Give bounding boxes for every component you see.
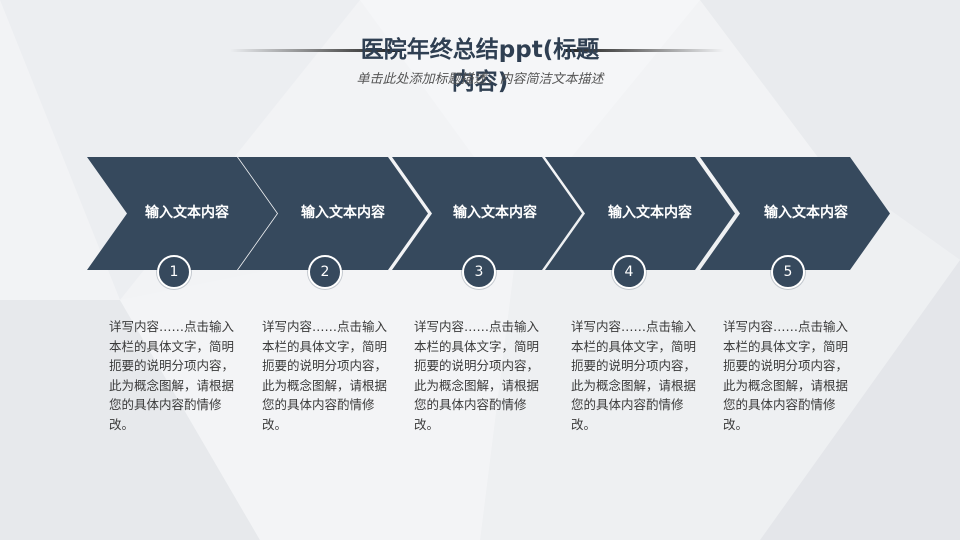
process-step: 输入文本内容 1 详写内容……点击输入本栏的具体文字，简明扼要的说明分项内容，此… [87,157,277,432]
process-step: 输入文本内容 4 详写内容……点击输入本栏的具体文字，简明扼要的说明分项内容，此… [545,157,735,432]
process-step: 输入文本内容 2 详写内容……点击输入本栏的具体文字，简明扼要的说明分项内容，此… [238,157,428,432]
step-number-badge: 2 [308,255,342,289]
slide-subtitle: 单击此处添加标题描述，内容简洁文本描述 [356,72,604,87]
step-label: 输入文本内容 [145,205,229,221]
step-number-badge: 1 [157,255,191,289]
title-decoration-left [230,49,400,52]
process-step: 输入文本内容 3 详写内容……点击输入本栏的具体文字，简明扼要的说明分项内容，此… [392,157,582,432]
step-label: 输入文本内容 [453,205,537,221]
step-label: 输入文本内容 [764,205,848,221]
step-description: 详写内容……点击输入本栏的具体文字，简明扼要的说明分项内容，此为概念图解，请根据… [109,319,235,432]
step-label: 输入文本内容 [301,205,385,221]
step-description: 详写内容……点击输入本栏的具体文字，简明扼要的说明分项内容，此为概念图解，请根据… [414,319,540,432]
step-description: 详写内容……点击输入本栏的具体文字，简明扼要的说明分项内容，此为概念图解，请根据… [723,319,849,432]
step-description: 详写内容……点击输入本栏的具体文字，简明扼要的说明分项内容，此为概念图解，请根据… [262,319,388,432]
process-step: 输入文本内容 5 详写内容……点击输入本栏的具体文字，简明扼要的说明分项内容，此… [700,157,890,432]
slide-title: 医院年终总结ppt(标题内容) [360,37,600,95]
step-number-badge: 4 [612,255,646,289]
step-description: 详写内容……点击输入本栏的具体文字，简明扼要的说明分项内容，此为概念图解，请根据… [571,319,697,432]
step-number-badge: 3 [462,255,496,289]
step-number-badge: 5 [771,255,805,289]
step-label: 输入文本内容 [608,205,692,221]
title-decoration-right [566,49,724,52]
